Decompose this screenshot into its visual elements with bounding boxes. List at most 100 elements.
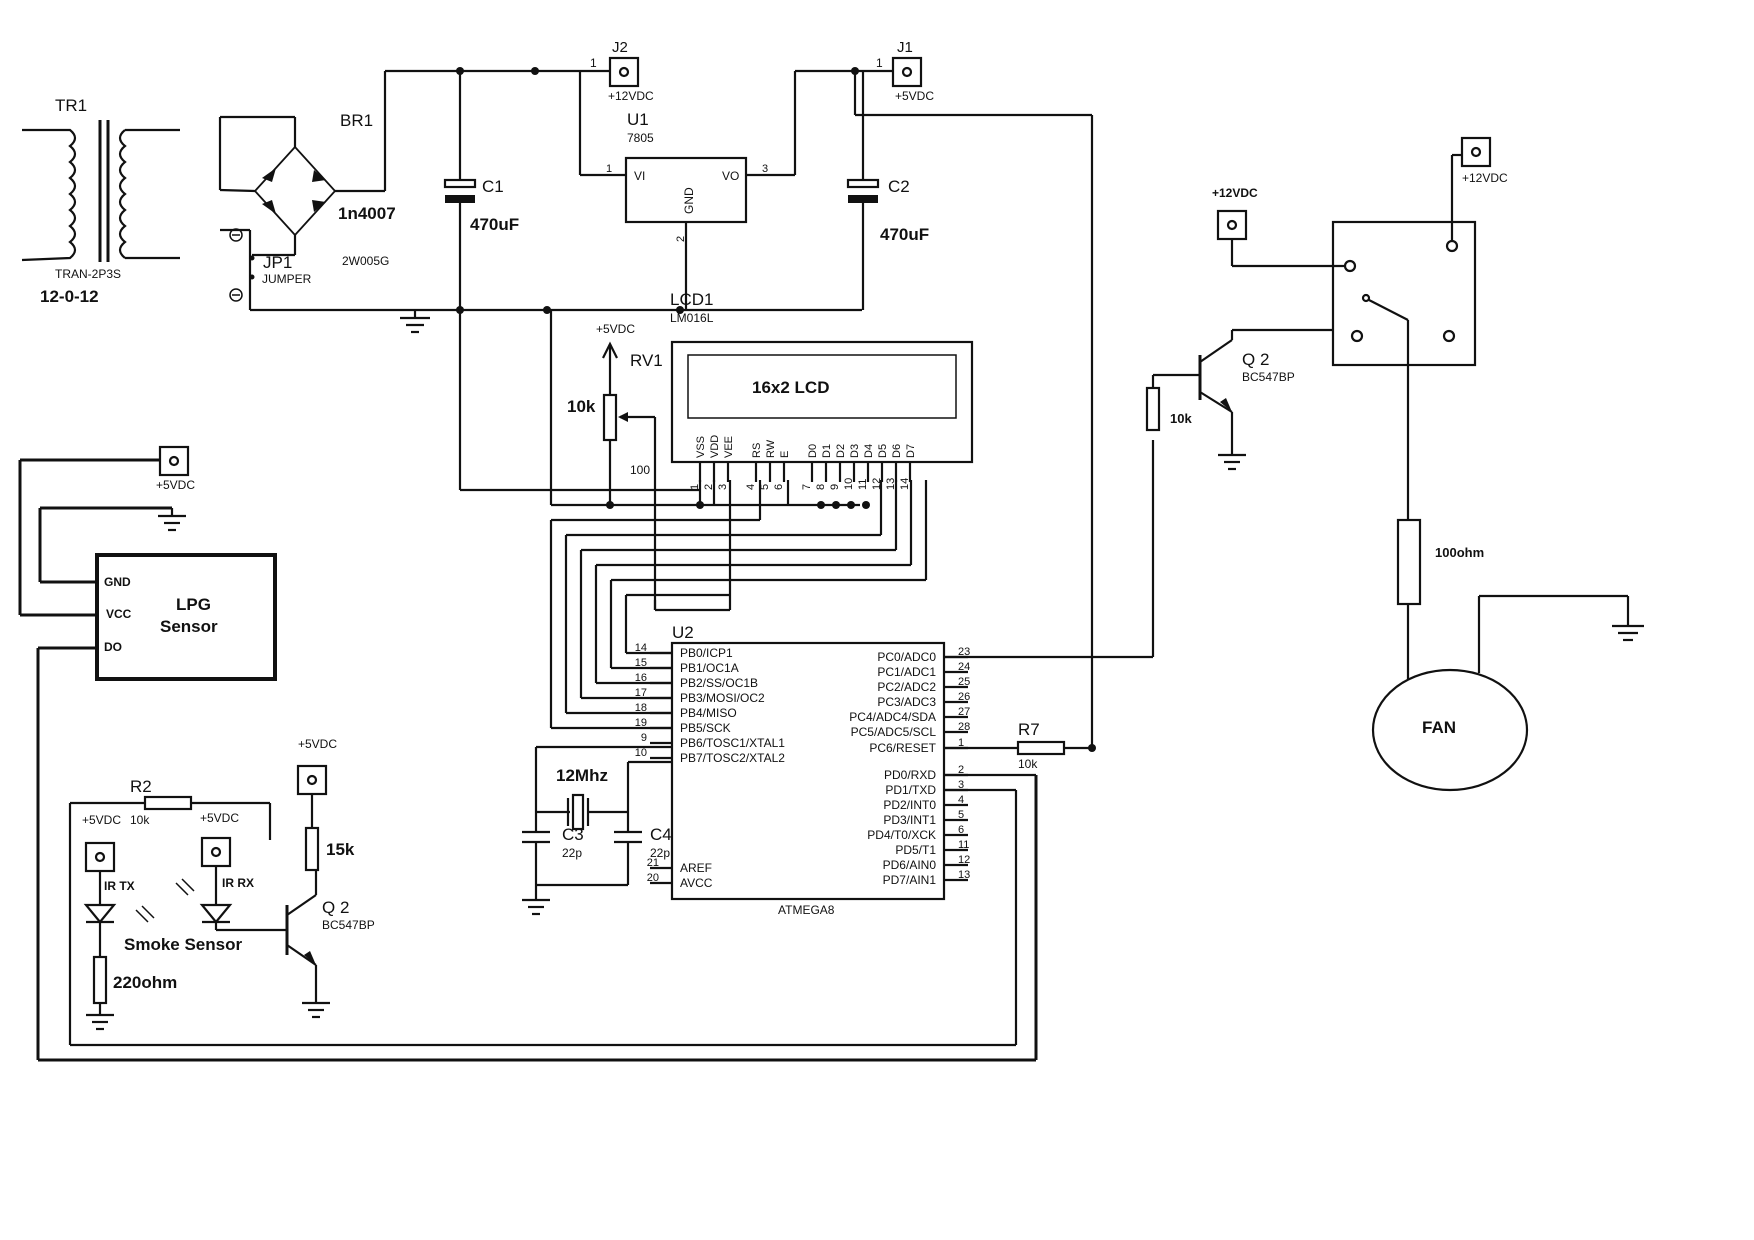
relay-drive-wire bbox=[944, 440, 1155, 659]
lcd-pin-name: VDD bbox=[709, 435, 721, 458]
q2-smoke-label: Q 2 bbox=[322, 898, 349, 917]
mcu-pin-number: 16 bbox=[635, 672, 647, 684]
lcd-pin-name: D0 bbox=[807, 444, 819, 458]
mcu-pin-name: PB7/TOSC2/XTAL2 bbox=[680, 751, 785, 765]
c2-value: 470uF bbox=[880, 225, 929, 244]
mcu-pin-number: 23 bbox=[958, 646, 970, 658]
rv1-value: 10k bbox=[567, 397, 596, 416]
resistor-15k-label: 15k bbox=[326, 840, 355, 859]
tr1-label: TR1 bbox=[55, 96, 87, 115]
mcu-pin-number: 4 bbox=[958, 794, 964, 806]
regulator-u1: U1 7805 VI VO GND 1 3 2 bbox=[578, 71, 797, 310]
lcd-bus-wires bbox=[460, 310, 928, 730]
lcd-pin-number: 8 bbox=[815, 484, 827, 490]
fan-resistor-value: 100ohm bbox=[1435, 545, 1484, 560]
mcu-pin-number: 18 bbox=[635, 702, 647, 714]
r2-label: R2 bbox=[130, 777, 152, 796]
c4-value: 22p bbox=[650, 846, 670, 860]
mcu-pin-number: 28 bbox=[958, 721, 970, 733]
smoke-supply-a: +5VDC bbox=[82, 813, 121, 827]
jp1-part: JUMPER bbox=[262, 272, 312, 286]
lcd-pin-number: 6 bbox=[773, 484, 785, 490]
polarity-minus-icon bbox=[229, 228, 243, 242]
lcd-pin-number: 1 bbox=[689, 484, 701, 490]
ground-icon bbox=[400, 316, 430, 334]
lpg-vcc-pin: VCC bbox=[106, 607, 132, 621]
lpg-5v-connector: +5VDC bbox=[156, 445, 195, 492]
lpg-supply: +5VDC bbox=[156, 478, 195, 492]
mcu-pin-number: 10 bbox=[635, 747, 647, 759]
mcu-pin-number: 1 bbox=[958, 737, 964, 749]
jp1-label: JP1 bbox=[263, 253, 292, 272]
mcu-pin-number: 19 bbox=[635, 717, 647, 729]
q2-relay-part: BC547BP bbox=[1242, 370, 1295, 384]
ground-icon bbox=[1612, 624, 1644, 642]
mcu-pin-name: PB4/MISO bbox=[680, 706, 737, 720]
lcd-pin-name: D7 bbox=[905, 444, 917, 458]
tr1-rating: 12-0-12 bbox=[40, 287, 99, 306]
resistor-220-label: 220ohm bbox=[113, 973, 177, 992]
j2-supply: +12VDC bbox=[608, 89, 654, 103]
mcu-left-pins: PB0/ICP114PB1/OC1A15PB2/SS/OC1B16PB3/MOS… bbox=[635, 642, 786, 890]
lcd-pin-name: E bbox=[779, 451, 791, 458]
mcu-pin-name: PB5/SCK bbox=[680, 721, 731, 735]
fan-label: FAN bbox=[1422, 718, 1456, 737]
r7-value: 10k bbox=[1018, 757, 1038, 771]
resistor-r7: R7 10k bbox=[944, 720, 1096, 771]
lpg-gnd-pin: GND bbox=[104, 575, 131, 589]
lcd-pin-name: D1 bbox=[821, 444, 833, 458]
lpg-sensor: GND VCC DO LPG Sensor bbox=[18, 458, 1038, 1062]
mcu-pin-name: PB1/OC1A bbox=[680, 661, 739, 675]
mcu-pin-name: PB2/SS/OC1B bbox=[680, 676, 758, 690]
rv1-supply: +5VDC bbox=[596, 322, 635, 336]
u1-pin3: 3 bbox=[762, 163, 768, 175]
mcu-pin-name: PD5/T1 bbox=[895, 843, 936, 857]
lcd-pin-name: D5 bbox=[877, 444, 889, 458]
mcu-pin-name: PD7/AIN1 bbox=[883, 873, 937, 887]
capacitor-c2: C2 470uF bbox=[846, 71, 929, 310]
ground-icon bbox=[158, 508, 186, 532]
mcu-pin-number: 20 bbox=[647, 872, 659, 884]
smoke-supply-b: +5VDC bbox=[200, 811, 239, 825]
mcu-pin-number: 2 bbox=[958, 764, 964, 776]
q2-smoke-part: BC547BP bbox=[322, 918, 375, 932]
relay-driver: 10k Q 2 BC547BP bbox=[1145, 328, 1350, 455]
lcd-pin-name: D4 bbox=[863, 444, 875, 458]
capacitor-c1: C1 470uF bbox=[443, 71, 519, 490]
u1-pin1: 1 bbox=[606, 163, 612, 175]
mcu-pin-name: PD1/TXD bbox=[885, 783, 936, 797]
lcd-label: LCD1 bbox=[670, 290, 713, 309]
lcd-pin-number: 14 bbox=[899, 478, 911, 490]
j2-pin: 1 bbox=[590, 56, 597, 70]
mcu-pin-name: PD2/INT0 bbox=[883, 798, 936, 812]
mcu-pin-number: 24 bbox=[958, 661, 970, 673]
mcu-pin-number: 6 bbox=[958, 824, 964, 836]
mcu-pin-number: 5 bbox=[958, 809, 964, 821]
relay-base-resistor: 10k bbox=[1170, 411, 1192, 426]
c3-label: C3 bbox=[562, 825, 584, 844]
crystal-value: 12Mhz bbox=[556, 766, 608, 785]
mcu-pin-name: PD6/AIN0 bbox=[883, 858, 937, 872]
u2-label: U2 bbox=[672, 623, 694, 642]
mcu-pin-name: PB3/MOSI/OC2 bbox=[680, 691, 765, 705]
mcu-pin-name: PC4/ADC4/SDA bbox=[849, 710, 936, 724]
diode-part: 1n4007 bbox=[338, 204, 396, 223]
irrx-label: IR RX bbox=[222, 876, 254, 890]
ground-icon bbox=[86, 1013, 114, 1031]
mcu-pin-name: PC3/ADC3 bbox=[877, 695, 936, 709]
mcu-pin-name: PB6/TOSC1/XTAL1 bbox=[680, 736, 785, 750]
lcd-pin-number: 11 bbox=[857, 479, 869, 490]
mcu-pin-number: 26 bbox=[958, 691, 970, 703]
mcu-pin-name: PC0/ADC0 bbox=[877, 650, 936, 664]
transformer-tr1: TR1 TRAN-2P3S 12-0-12 bbox=[21, 96, 180, 306]
c1-value: 470uF bbox=[470, 215, 519, 234]
mcu-pin-name: PC1/ADC1 bbox=[877, 665, 936, 679]
lpg-name-1: LPG bbox=[176, 595, 211, 614]
u1-label: U1 bbox=[627, 110, 649, 129]
lcd-pin-number: 4 bbox=[745, 484, 757, 490]
r2-value: 10k bbox=[130, 813, 150, 827]
mcu-pin-number: 21 bbox=[647, 857, 659, 869]
polarity-minus-icon bbox=[229, 288, 243, 302]
